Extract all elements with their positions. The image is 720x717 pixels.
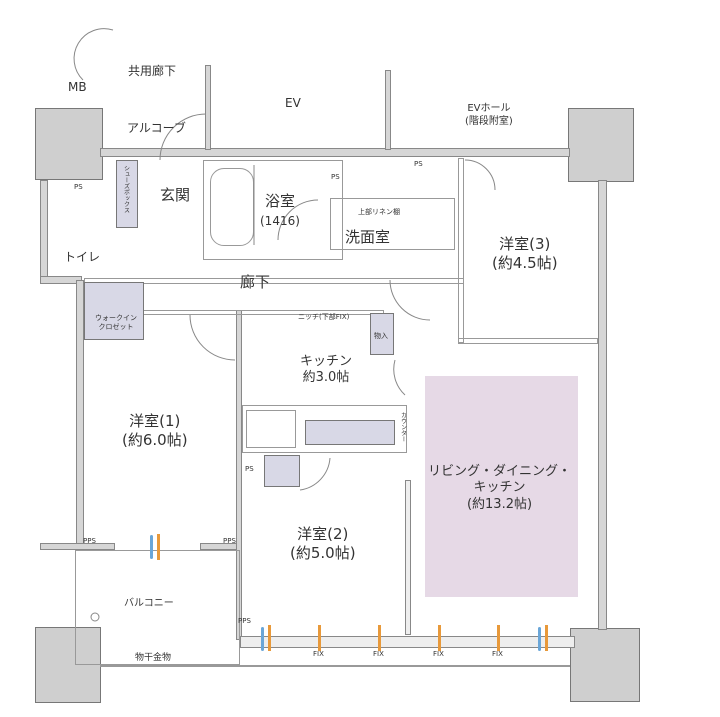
wall-room1-bottom	[40, 543, 115, 550]
room2-size-text: (約5.0帖)	[290, 543, 356, 562]
wall-bottom	[240, 636, 575, 648]
room3-size-text: (約4.5帖)	[492, 253, 558, 272]
label-kitchen: キッチン約3.0帖	[300, 354, 352, 387]
label-ps: PS	[74, 183, 83, 191]
label-ldk: リビング・ダイニング・キッチン(約13.2帖)	[428, 464, 571, 513]
label-storage: 物入	[374, 332, 388, 340]
label-ev: EV	[285, 96, 301, 110]
label-room2: 洋室(2)(約5.0帖)	[290, 525, 356, 563]
label-common-corridor: 共用廊下	[128, 64, 177, 78]
window-mark-blue	[538, 627, 541, 651]
label-ps: PS	[245, 465, 254, 473]
shoe-box-label: シューズボックス	[122, 165, 130, 213]
label-alcove: アルコーブ	[127, 121, 186, 135]
label-hallway: 廊下	[240, 273, 271, 291]
kitchen-text: キッチン	[300, 354, 353, 369]
washroom-box	[330, 198, 455, 250]
pillar-bottom-right	[570, 628, 640, 702]
window-mark-blue	[261, 627, 264, 651]
ldk-size-text: (約13.2帖)	[466, 496, 533, 512]
storage-fixture	[370, 313, 394, 355]
stair-annex-text: (階段附室)	[465, 115, 513, 127]
wall-ldk-divider	[405, 480, 411, 635]
shoe-box: シューズボックス	[116, 160, 138, 228]
walk-in-closet	[84, 282, 144, 340]
wall-ev-right	[385, 70, 391, 150]
label-counter: カウンター	[399, 412, 407, 442]
bath-size-text: (1416)	[260, 213, 300, 228]
window-mark	[438, 625, 441, 651]
room3-bottom	[458, 338, 598, 344]
window-mark	[545, 625, 548, 651]
label-mb: MB	[68, 80, 87, 94]
label-ev-hall: EVホール(階段附室)	[465, 103, 513, 128]
room1-text: 洋室(1)	[129, 412, 181, 430]
bath-text: 浴室	[264, 192, 295, 210]
room1-size-text: (約6.0帖)	[122, 430, 188, 449]
ldk-line1: リビング・ダイニング・	[428, 464, 572, 479]
walk-in-text: ウォークイン	[95, 314, 137, 322]
bath-box	[203, 160, 343, 260]
fridge-space	[264, 455, 300, 487]
label-bath: 浴室 (1416)	[260, 192, 300, 230]
label-fix: FIX	[373, 650, 384, 658]
wall-right	[598, 180, 607, 630]
window-mark-blue	[150, 535, 153, 559]
window-mark	[157, 534, 160, 560]
ev-hall-text: EVホール	[467, 103, 511, 114]
label-pps: PPS	[238, 617, 251, 625]
room3-text: 洋室(3)	[499, 235, 551, 253]
label-pps: PPS	[83, 537, 96, 545]
label-fix: FIX	[492, 650, 503, 658]
label-niche: ニッチ(下部FIX)	[298, 313, 350, 321]
closet-text: クロゼット	[98, 322, 134, 331]
label-walk-in-closet: ウォークインクロゼット	[95, 314, 137, 332]
balcony-lower	[100, 665, 570, 667]
window-mark	[378, 625, 381, 651]
label-linen-shelf: 上部リネン棚	[358, 208, 400, 216]
label-room1: 洋室(1)(約6.0帖)	[122, 412, 188, 450]
room2-text: 洋室(2)	[297, 525, 349, 543]
kitchen-size-text: 約3.0帖	[302, 370, 350, 386]
pillar-bottom-left	[35, 627, 101, 703]
stove	[246, 410, 296, 448]
label-laundry-rack: 物干金物	[135, 653, 172, 663]
wall-ev-left	[205, 65, 211, 150]
window-mark	[268, 625, 271, 651]
window-mark	[497, 625, 500, 651]
ldk-area	[425, 376, 578, 597]
sink-area	[305, 420, 395, 445]
room3-wall	[458, 158, 464, 343]
ldk-line2: キッチン	[473, 480, 526, 496]
label-toilet: トイレ	[64, 250, 101, 264]
label-entrance: 玄関	[160, 186, 191, 204]
label-fix: FIX	[313, 650, 324, 658]
label-washroom: 洗面室	[345, 228, 391, 246]
label-balcony: バルコニー	[124, 598, 174, 609]
wall-top	[100, 148, 570, 157]
label-pps: PPS	[223, 537, 236, 545]
label-ps: PS	[331, 173, 340, 181]
pillar-top-left	[35, 108, 103, 180]
kitchen-counter	[242, 405, 407, 453]
window-mark	[318, 625, 321, 651]
label-room3: 洋室(3)(約4.5帖)	[492, 235, 558, 273]
label-fix: FIX	[433, 650, 444, 658]
label-ps: PS	[414, 160, 423, 168]
